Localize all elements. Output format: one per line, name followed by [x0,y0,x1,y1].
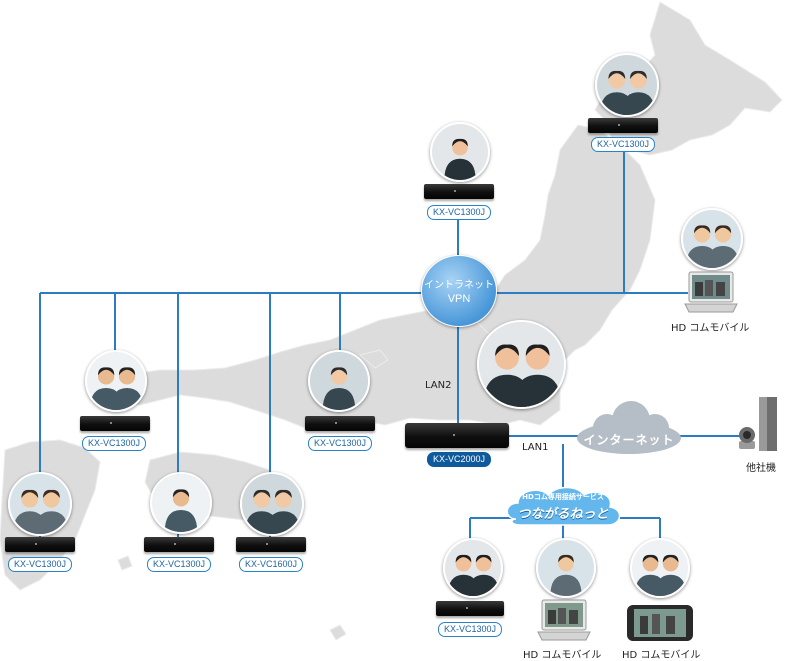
hq-meeting-photo [477,320,566,409]
bottom-mobile-user-photo [536,538,596,598]
kyushu-participants-photo [8,472,72,536]
video-conference-device [436,601,504,616]
cloud-icon [506,486,621,526]
person-icon [152,474,210,532]
mobile-label-bottom-tablet: HD コムモバイル [622,650,701,661]
device-label-west-1: KX-VC1300J [81,436,147,451]
person-icon [683,210,741,268]
hd-service-label: HDコム専用接続サービス [522,493,604,501]
device-label-kyushu: KX-VC1300J [7,557,73,572]
person-icon [242,474,302,534]
video-conference-device [305,416,375,431]
hokkaido-participants-photo [595,53,659,117]
laptop-icon [684,271,738,313]
video-conference-device [144,537,214,552]
internet-cloud: インターネット [573,398,685,460]
device-label-hq: KX-VC2000J [426,452,492,467]
device-label-shikoku-2: KX-VC1600J [238,557,304,572]
other-company-label: 他社機 [746,463,776,474]
person-icon [432,124,488,180]
person-icon [445,540,501,596]
cloud-icon [577,401,681,454]
lan2-label: LAN2 [425,380,452,391]
person-icon [310,352,368,410]
internet-label: インターネット [583,433,675,447]
mobile-user-photo [681,208,743,270]
server-tower-icon [739,397,777,451]
vpn-label-line1: イントラネット [424,280,494,291]
person-icon [87,352,145,410]
person-icon [538,540,594,596]
device-label-center-top: KX-VC1300J [426,205,492,220]
device-label-shikoku-1: KX-VC1300J [146,557,212,572]
device-label-bottom: KX-VC1300J [437,622,503,637]
center-top-participant-photo [430,122,490,182]
video-conference-device [588,118,658,133]
west-1-participants-photo [85,350,147,412]
bottom-participant-photo [443,538,503,598]
vpn-label-line2: VPN [447,293,471,305]
lan1-label: LAN1 [522,442,549,453]
shikoku-1-participant-photo [150,472,212,534]
tablet-icon [627,605,693,641]
west-2-participants-photo [308,350,370,412]
mobile-label-bottom-pc: HD コムモバイル [523,650,602,661]
video-conference-device [5,537,75,552]
person-icon [597,55,657,115]
laptop-icon [537,599,591,641]
person-icon [479,322,564,407]
camera-icon [739,427,755,449]
hd-service-name: つながるねっと [517,507,609,522]
hq-video-conference-device [405,423,509,448]
video-conference-device [236,537,306,552]
video-conference-device [80,416,150,431]
bottom-tablet-user-photo [630,538,690,598]
device-label-hokkaido: KX-VC1300J [590,137,656,152]
person-icon [10,474,70,534]
device-label-west-2: KX-VC1300J [307,436,373,451]
shikoku-2-participants-photo [240,472,304,536]
mobile-label-right: HD コムモバイル [671,323,750,334]
person-icon [632,540,688,596]
intranet-vpn-node: イントラネット VPN [421,255,497,327]
video-conference-device [424,184,494,199]
hd-connect-service-cloud: HDコム専用接続サービス つながるねっと [502,483,624,529]
